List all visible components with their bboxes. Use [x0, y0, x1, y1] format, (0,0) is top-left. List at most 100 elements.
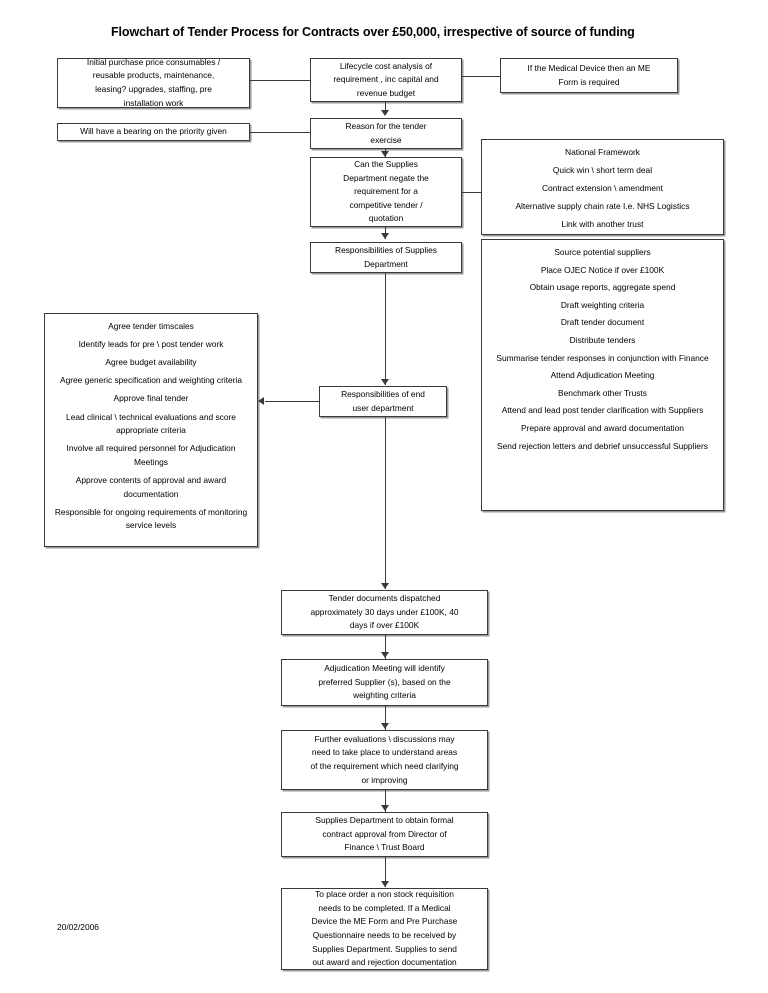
tender-documents-dispatched-box: Tender documents dispatched approximatel…	[281, 590, 488, 635]
box-line: Initial purchase price consumables /	[86, 56, 221, 67]
box-line: Contract extension \ amendment	[541, 183, 664, 194]
box-line: Supplies Department. Supplies to send	[312, 943, 457, 954]
box-line: Place OJEC Notice if over £100K	[540, 264, 665, 275]
reason-for-tender-exercise-box: Reason for the tender exercise	[310, 118, 462, 149]
place-order-requisition-box: To place order a non stock requisition n…	[281, 888, 488, 970]
box-line: days if over £100K	[349, 620, 420, 631]
box-line: Responsible for ongoing requirements of …	[54, 506, 248, 531]
box-line: Prepare approval and award documentation	[521, 423, 684, 434]
box-line: Responsibilities of end	[341, 388, 425, 399]
initial-purchase-price-box: Initial purchase price consumables / reu…	[57, 56, 250, 108]
supplies-department-duties-box: Source potential suppliers Place OJEC No…	[481, 239, 724, 511]
box-line: Distribute tenders	[569, 335, 636, 346]
connector-lifecycle-to-medical-device	[462, 76, 500, 78]
box-line: Lead clinical \ technical evaluations an…	[66, 411, 236, 436]
box-line: quotation	[368, 213, 404, 224]
connector-bearing-to-reason	[250, 132, 310, 134]
responsibilities-of-end-user-department-box: Responsibilities of end user department	[319, 386, 447, 417]
box-line: reusable products, maintenance,	[92, 70, 215, 81]
box-line: Questionnaire needs to be received by	[312, 930, 457, 940]
connector-lifecycle-to-reason	[385, 102, 387, 112]
arrow-evaluations-to-approval	[381, 805, 389, 811]
box-line: Alternative supply chain rate I.e. NHS L…	[515, 201, 690, 212]
can-supplies-negate-requirement-box: Can the Supplies Department negate the r…	[310, 157, 462, 227]
box-line: contract approval from Director of	[322, 828, 447, 839]
box-line: Draft weighting criteria	[560, 299, 645, 310]
box-line: Source potential suppliers	[554, 247, 651, 257]
box-line: installation work	[123, 97, 184, 108]
connector-end-user-to-dispatch	[385, 417, 387, 589]
connector-evaluations-to-approval	[385, 790, 387, 812]
box-line: or improving	[361, 774, 408, 785]
box-line: Draft tender document	[560, 317, 645, 328]
arrow-negate-to-resp-supplies	[381, 233, 389, 239]
arrow-end-user-to-dispatch	[381, 583, 389, 589]
responsibilities-of-supplies-department-box: Responsibilities of Supplies Department	[310, 242, 462, 273]
box-line: Department negate the	[343, 172, 429, 183]
box-line: Quick win \ short term deal	[552, 165, 653, 176]
box-line: Approve contents of approval and award d…	[75, 474, 227, 499]
box-line: National Framework	[565, 147, 640, 157]
connector-adjudication-to-evaluations	[385, 706, 387, 730]
box-line: Responsibilities of Supplies	[335, 244, 437, 255]
arrow-resp-supplies-to-end-user	[381, 379, 389, 385]
box-line: Agree tender timscales	[108, 321, 194, 331]
arrow-reason-to-negate	[381, 151, 389, 157]
arrow-end-user-to-duties	[258, 397, 264, 405]
connector-negate-to-framework	[462, 192, 481, 194]
box-line: If the Medical Device then an ME	[527, 62, 651, 73]
box-line: Attend Adjudication Meeting	[550, 370, 655, 381]
arrow-approval-to-place-order	[381, 881, 389, 887]
box-line: requirement , inc capital and	[333, 74, 439, 85]
box-line: Finance \ Trust Board	[344, 842, 425, 853]
box-line: Agree budget availability	[105, 357, 197, 368]
box-line: To place order a non stock requisition	[315, 889, 454, 900]
box-line: Involve all required personnel for Adjud…	[66, 443, 236, 467]
box-line: Lifecycle cost analysis of	[339, 60, 433, 71]
box-line: Agree generic specification and weightin…	[59, 375, 243, 386]
connector-resp-supplies-to-end-user	[385, 273, 387, 385]
box-line: needs to be completed. If a Medical	[318, 902, 451, 913]
arrow-dispatch-to-adjudication	[381, 652, 389, 658]
bearing-on-priority-box: Will have a bearing on the priority give…	[57, 123, 250, 141]
box-line: Attend and lead post tender clarificatio…	[501, 405, 704, 416]
box-line: Device the ME Form and Pre Purchase	[311, 916, 458, 927]
national-framework-options-box: National Framework Quick win \ short ter…	[481, 139, 724, 235]
box-line: competitive tender /	[349, 199, 423, 210]
box-line: user department	[352, 402, 414, 413]
box-line: of the requirement which need clarifying	[310, 761, 459, 771]
box-line: preferred Supplier (s), based on the	[318, 676, 451, 687]
connector-end-user-to-duties	[265, 401, 319, 403]
lifecycle-cost-analysis-box: Lifecycle cost analysis of requirement ,…	[310, 58, 462, 102]
adjudication-meeting-box: Adjudication Meeting will identify prefe…	[281, 659, 488, 706]
box-line: Will have a bearing on the priority give…	[80, 126, 227, 137]
box-line: out award and rejection documentation	[312, 957, 457, 968]
supplies-obtain-contract-approval-box: Supplies Department to obtain formal con…	[281, 812, 488, 857]
box-line: Further evaluations \ discussions may	[314, 733, 455, 744]
box-line: Identify leads for pre \ post tender wor…	[78, 339, 224, 350]
box-line: weighting criteria	[353, 690, 416, 701]
document-date: 20/02/2006	[57, 922, 99, 932]
arrow-adjudication-to-evaluations	[381, 723, 389, 729]
box-line: Summarise tender responses in conjunctio…	[496, 352, 709, 363]
connector-initial-to-lifecycle	[250, 80, 310, 82]
connector-dispatch-to-adjudication	[385, 635, 387, 659]
connector-approval-to-place-order	[385, 857, 387, 887]
box-line: Link with another trust	[561, 219, 644, 230]
box-line: Form is required	[558, 76, 620, 87]
box-line: approximately 30 days under £100K, 40	[310, 606, 459, 617]
box-line: Adjudication Meeting will identify	[324, 663, 445, 674]
box-line: Reason for the tender	[345, 120, 427, 131]
box-line: requirement for a	[354, 186, 418, 197]
medical-device-me-form-box: If the Medical Device then an ME Form is…	[500, 58, 678, 93]
further-evaluations-box: Further evaluations \ discussions may ne…	[281, 730, 488, 790]
box-line: Approve final tender	[113, 393, 189, 404]
arrow-lifecycle-to-reason	[381, 110, 389, 116]
page-title: Flowchart of Tender Process for Contract…	[111, 25, 635, 39]
end-user-department-duties-box: Agree tender timscales Identify leads fo…	[44, 313, 258, 547]
box-line: Benchmark other Trusts	[558, 387, 647, 398]
box-line: Obtain usage reports, aggregate spend	[529, 282, 676, 293]
box-line: leasing? upgrades, staffing, pre	[95, 84, 212, 94]
box-line: Department	[364, 258, 408, 269]
